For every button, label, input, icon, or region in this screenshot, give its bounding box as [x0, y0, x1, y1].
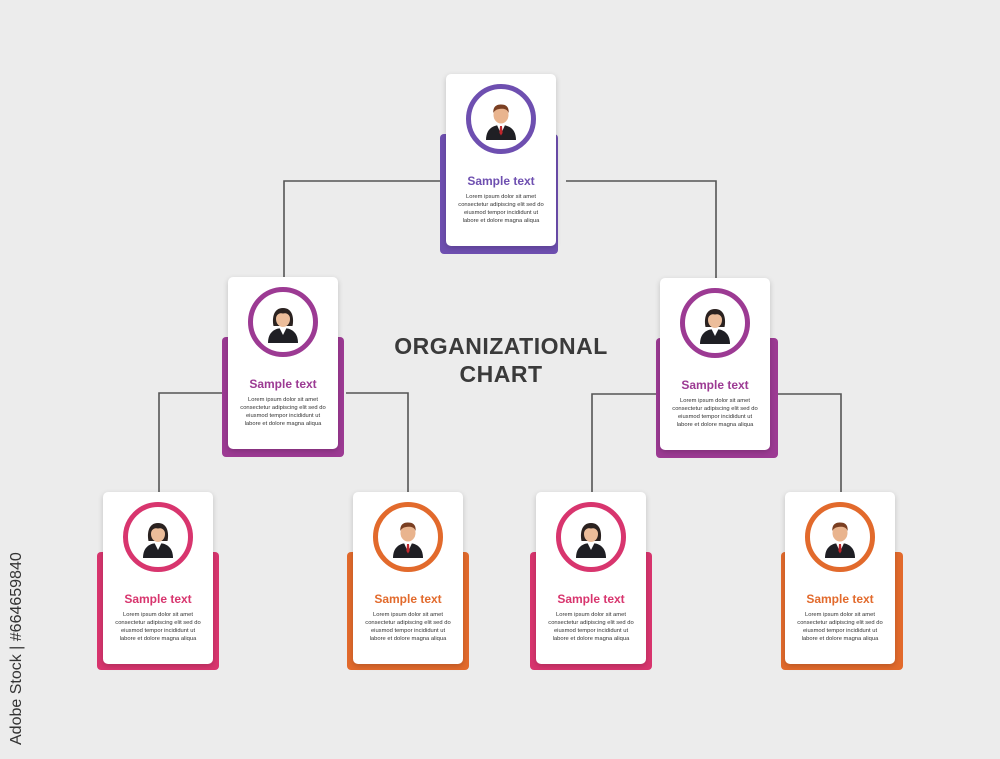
chart-title-line1: ORGANIZATIONAL: [394, 333, 608, 359]
connector-right-employee4: [778, 393, 842, 492]
connector-root-right: [566, 180, 717, 279]
node-name: Sample text: [681, 378, 749, 392]
org-node-root[interactable]: Sample text Lorem ipsum dolor sit amet c…: [440, 74, 558, 254]
node-card: Sample text Lorem ipsum dolor sit amet c…: [446, 74, 556, 246]
female-avatar-icon: [268, 308, 298, 343]
node-name: Sample text: [374, 592, 442, 606]
male-avatar-icon: [486, 104, 516, 140]
org-node-employee-4[interactable]: Sample text Lorem ipsum dolor sit amet c…: [781, 492, 903, 672]
node-description: Lorem ipsum dolor sit amet consectetur a…: [548, 612, 634, 642]
org-node-employee-2[interactable]: Sample text Lorem ipsum dolor sit amet c…: [347, 492, 469, 672]
avatar: [680, 288, 750, 358]
avatar: [466, 84, 536, 154]
female-avatar-icon: [700, 309, 730, 344]
male-avatar-icon: [393, 522, 423, 558]
node-card: Sample text Lorem ipsum dolor sit amet c…: [660, 278, 770, 450]
node-description: Lorem ipsum dolor sit amet consectetur a…: [115, 612, 201, 642]
org-node-right-manager[interactable]: Sample text Lorem ipsum dolor sit amet c…: [656, 278, 778, 458]
connector-root-left: [283, 180, 444, 278]
node-card: Sample text Lorem ipsum dolor sit amet c…: [353, 492, 463, 664]
org-node-employee-1[interactable]: Sample text Lorem ipsum dolor sit amet c…: [97, 492, 219, 672]
node-description: Lorem ipsum dolor sit amet consectetur a…: [458, 194, 544, 224]
male-avatar-icon: [825, 522, 855, 558]
node-card: Sample text Lorem ipsum dolor sit amet c…: [103, 492, 213, 664]
node-description: Lorem ipsum dolor sit amet consectetur a…: [240, 397, 326, 427]
node-name: Sample text: [467, 174, 535, 188]
stock-credit: Adobe Stock | #664659840: [8, 552, 25, 745]
node-name: Sample text: [124, 592, 192, 606]
avatar: [123, 502, 193, 572]
female-avatar-icon: [576, 523, 606, 558]
node-name: Sample text: [806, 592, 874, 606]
node-description: Lorem ipsum dolor sit amet consectetur a…: [672, 398, 758, 428]
node-card: Sample text Lorem ipsum dolor sit amet c…: [785, 492, 895, 664]
avatar: [373, 502, 443, 572]
chart-title-line2: CHART: [459, 361, 543, 387]
node-name: Sample text: [557, 592, 625, 606]
node-card: Sample text Lorem ipsum dolor sit amet c…: [228, 277, 338, 449]
connector-left-employee1: [158, 392, 227, 492]
connector-right-employee3: [591, 393, 656, 492]
connector-left-employee2: [346, 392, 409, 492]
avatar: [805, 502, 875, 572]
node-description: Lorem ipsum dolor sit amet consectetur a…: [797, 612, 883, 642]
female-avatar-icon: [143, 523, 173, 558]
node-description: Lorem ipsum dolor sit amet consectetur a…: [365, 612, 451, 642]
org-node-left-manager[interactable]: Sample text Lorem ipsum dolor sit amet c…: [222, 277, 344, 457]
avatar: [556, 502, 626, 572]
chart-title: ORGANIZATIONAL CHART: [380, 332, 622, 388]
node-name: Sample text: [249, 377, 317, 391]
avatar: [248, 287, 318, 357]
node-card: Sample text Lorem ipsum dolor sit amet c…: [536, 492, 646, 664]
org-node-employee-3[interactable]: Sample text Lorem ipsum dolor sit amet c…: [530, 492, 652, 672]
